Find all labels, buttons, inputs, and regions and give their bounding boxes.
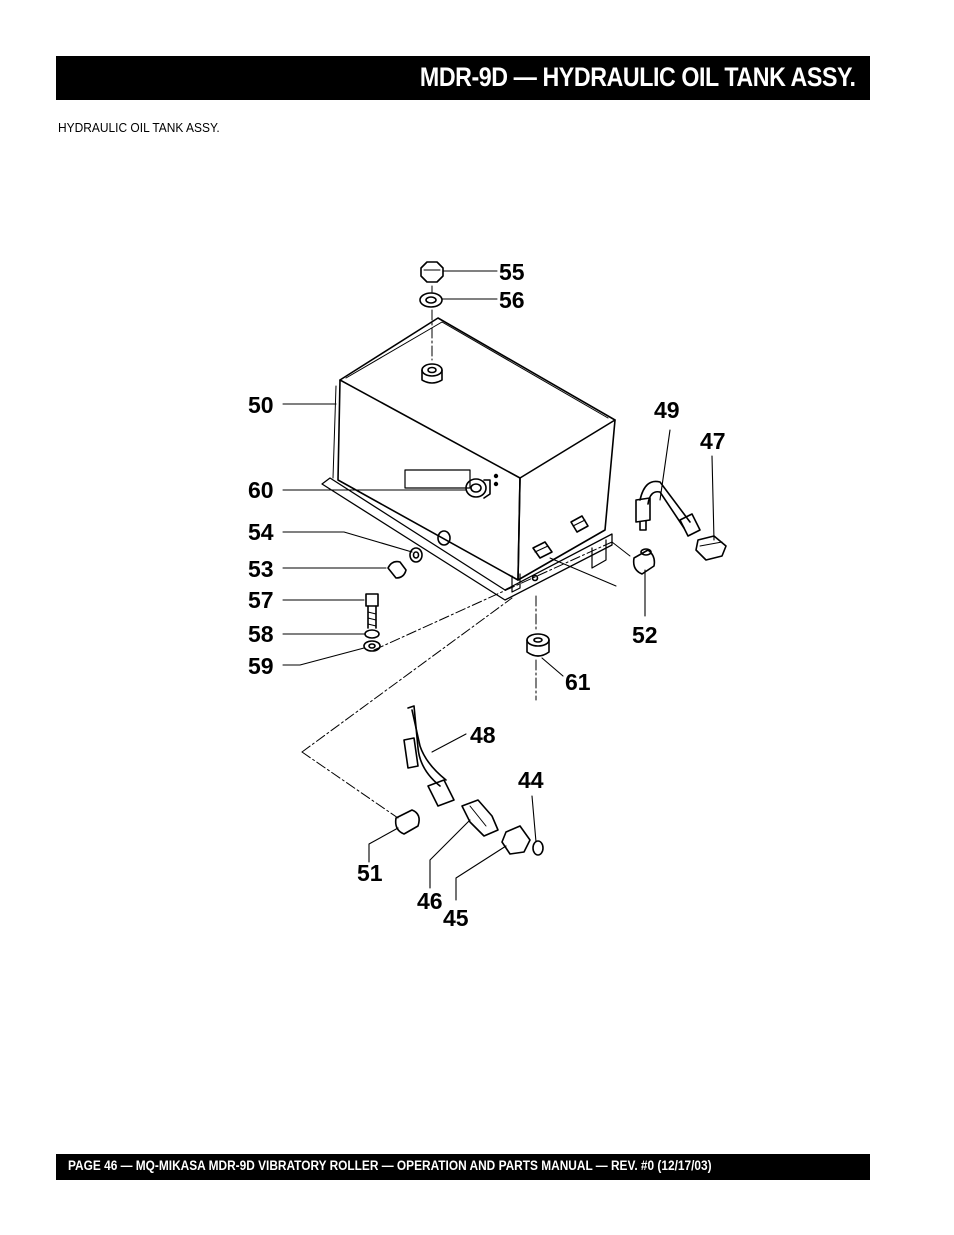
- callout-53: 53: [248, 556, 274, 582]
- callout-56: 56: [499, 287, 525, 313]
- footer-text: PAGE 46 — MQ-MIKASA MDR-9D VIBRATORY ROL…: [68, 1158, 712, 1173]
- callout-47: 47: [700, 428, 726, 454]
- callout-49: 49: [654, 397, 680, 423]
- callout-59: 59: [248, 653, 274, 679]
- callout-61: 61: [565, 669, 591, 695]
- part-47-fitting: [695, 535, 727, 561]
- part-59-flat-washer: [363, 640, 381, 652]
- callout-55: 55: [499, 259, 525, 285]
- part-57-bolt: [365, 593, 379, 629]
- part-49-hose: [635, 480, 701, 537]
- part-48-hose: [403, 705, 455, 807]
- callout-57: 57: [248, 587, 274, 613]
- callout-51: 51: [357, 860, 383, 886]
- callout-44: 44: [518, 767, 544, 793]
- footer-bar: PAGE 46 — MQ-MIKASA MDR-9D VIBRATORY ROL…: [56, 1154, 870, 1180]
- part-56-washer: [419, 292, 443, 308]
- callout-58: 58: [248, 621, 274, 647]
- oil-tank: [321, 317, 616, 601]
- part-55-plug: [420, 261, 444, 283]
- callout-52: 52: [632, 622, 658, 648]
- part-44-o-ring: [532, 840, 544, 856]
- page-title: MDR-9D — HYDRAULIC OIL TANK ASSY.: [420, 62, 856, 92]
- part-45-fitting: [501, 825, 531, 855]
- header-bar: MDR-9D — HYDRAULIC OIL TANK ASSY.: [56, 56, 870, 100]
- callout-54: 54: [248, 519, 274, 545]
- callout-60: 60: [248, 477, 274, 503]
- part-51-elbow: [394, 809, 420, 835]
- callout-48: 48: [470, 722, 496, 748]
- part-61-rubber-mount: [526, 633, 550, 657]
- callout-45: 45: [443, 905, 469, 931]
- callout-50: 50: [248, 392, 274, 418]
- part-46-fitting: [461, 799, 499, 837]
- section-subtitle: HYDRAULIC OIL TANK ASSY.: [58, 120, 220, 135]
- part-54-washer: [409, 547, 423, 563]
- part-53-plug: [387, 560, 407, 579]
- part-58-lock-washer: [364, 629, 380, 639]
- callout-46: 46: [417, 888, 443, 914]
